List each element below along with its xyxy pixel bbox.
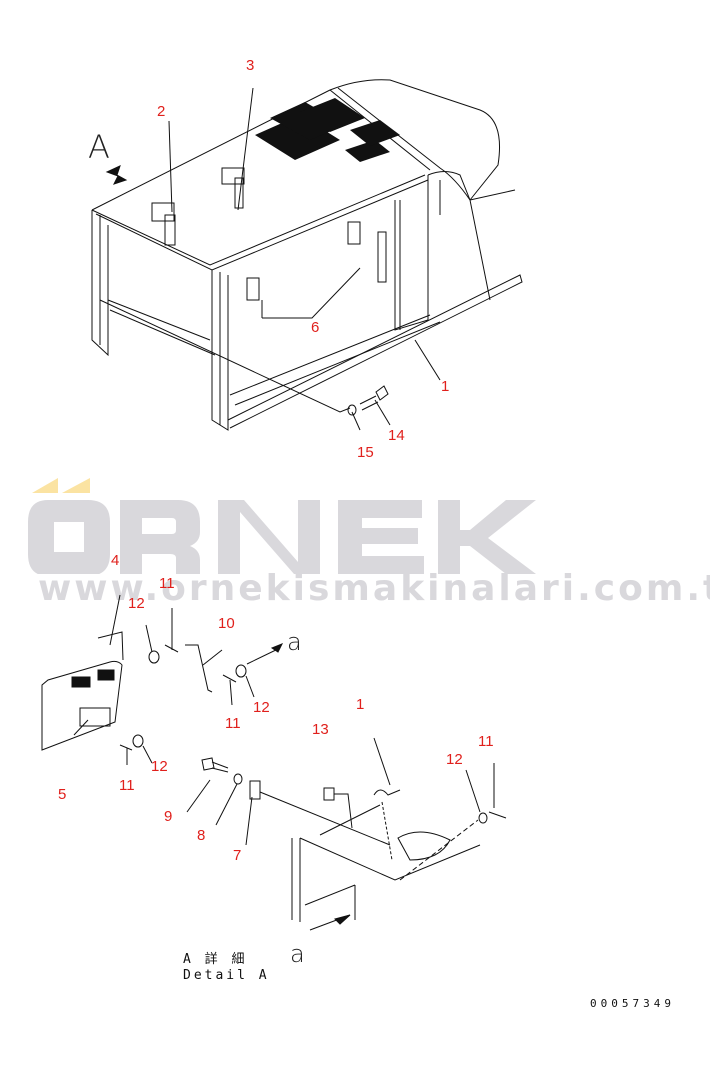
detail-marker-a-bottom: a: [290, 940, 305, 968]
detail-caption-en: Detail A: [183, 968, 270, 983]
callout-3: 3: [246, 57, 255, 74]
callout-2: 2: [157, 103, 166, 120]
logo-accent-left: [32, 478, 58, 493]
detail-a-assembly: [41, 594, 507, 931]
callout-12-c: 12: [151, 758, 168, 775]
cab-assembly: [91, 79, 523, 431]
callout-12-d: 12: [446, 751, 463, 768]
callout-6: 6: [311, 319, 320, 336]
callout-5: 5: [58, 786, 67, 803]
callout-1: 1: [441, 378, 450, 395]
callout-11-c: 11: [119, 777, 135, 794]
detail-caption: A 詳 細 Detail A: [183, 952, 270, 984]
callout-11-d: 11: [478, 733, 494, 750]
callout-11-b: 11: [225, 715, 241, 732]
view-marker-a: A: [88, 128, 110, 166]
callout-8: 8: [197, 827, 206, 844]
callout-15: 15: [357, 444, 374, 461]
callout-14: 14: [388, 427, 405, 444]
callout-12-a: 12: [128, 595, 145, 612]
callout-12-b: 12: [253, 699, 270, 716]
callout-9: 9: [164, 808, 173, 825]
detail-marker-a-top: a: [287, 628, 302, 656]
document-number: 00057349: [590, 997, 675, 1010]
watermark-logo: [28, 478, 536, 574]
callout-1-detail: 1: [356, 696, 365, 713]
callout-13: 13: [312, 721, 329, 738]
callout-4: 4: [111, 552, 120, 569]
logo-accent-right: [62, 478, 90, 493]
callout-7: 7: [233, 847, 242, 864]
watermark-url: www.ornekismakinalari.com.tr: [38, 568, 710, 609]
roof-vents: [255, 98, 400, 162]
callout-11-a: 11: [159, 575, 175, 592]
callout-10: 10: [218, 615, 235, 632]
detail-caption-jp: A 詳 細: [183, 952, 248, 967]
